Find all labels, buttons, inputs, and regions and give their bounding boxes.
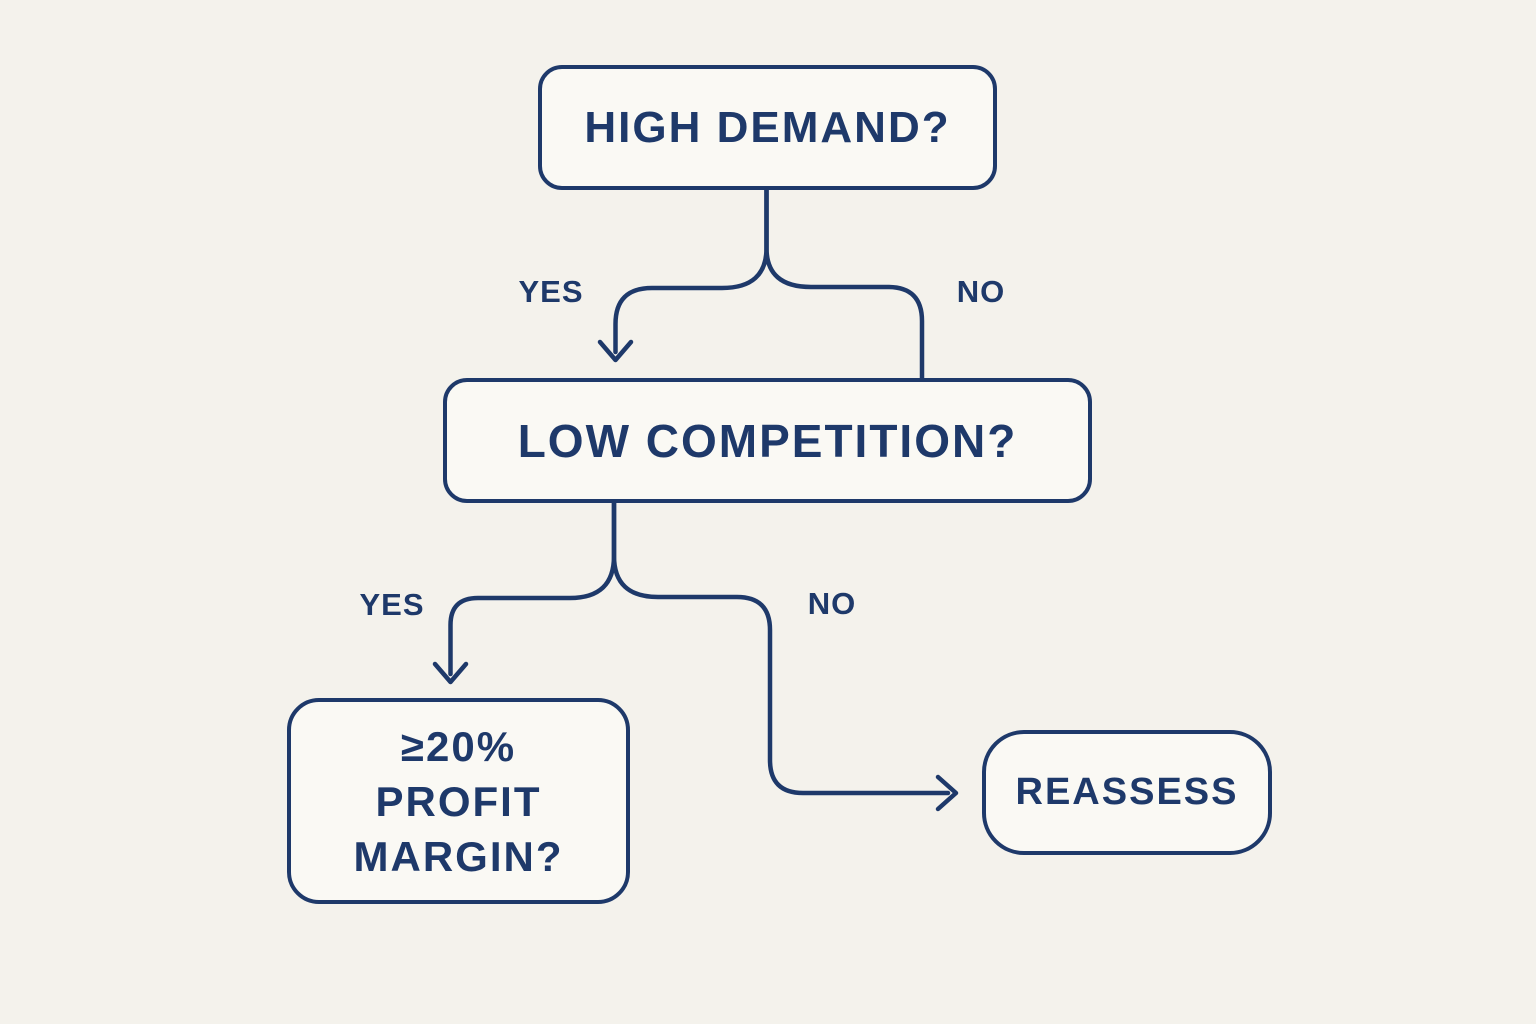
node-high-demand-label: HIGH DEMAND? — [584, 102, 951, 152]
edge-low-competition-yes-arrowhead-icon — [432, 661, 469, 685]
node-low-competition: LOW COMPETITION? — [443, 378, 1092, 503]
edge-low-competition-no-line — [611, 500, 951, 796]
edge-label-high-demand-yes: YES — [518, 274, 584, 309]
edge-label-low-competition-no: NO — [807, 586, 857, 621]
edge-label-low-competition-yes: YES — [359, 587, 425, 622]
node-reassess: REASSESS — [982, 730, 1272, 855]
node-low-competition-label: LOW COMPETITION? — [517, 414, 1018, 467]
edge-label-high-demand-no: NO — [956, 274, 1006, 309]
node-reassess-label: REASSESS — [1015, 771, 1239, 813]
edge-high-demand-yes-arrowhead-icon — [597, 339, 634, 363]
edge-high-demand-no-line — [764, 187, 925, 383]
node-high-demand: HIGH DEMAND? — [538, 65, 997, 190]
edge-low-competition-yes-line — [448, 500, 617, 677]
edge-high-demand-yes-line — [613, 187, 769, 355]
node-profit-margin-label: ≥20% PROFIT MARGIN? — [353, 722, 564, 880]
node-profit-margin: ≥20% PROFIT MARGIN? — [287, 698, 630, 904]
edge-low-competition-no-arrowhead-icon — [935, 774, 959, 812]
